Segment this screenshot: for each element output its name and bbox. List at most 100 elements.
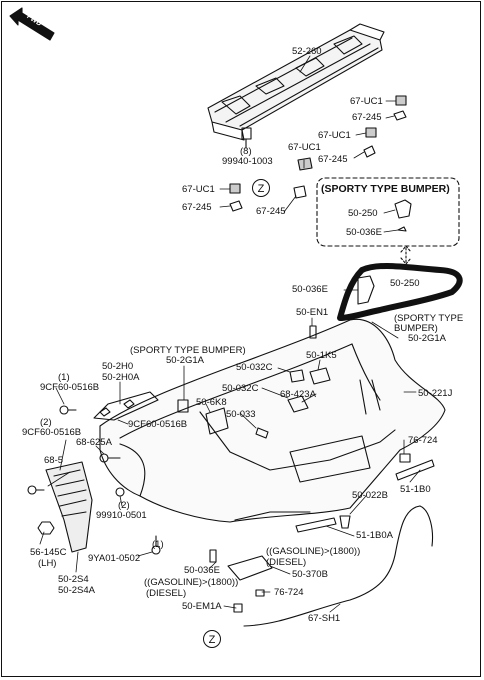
label-qty-1-b: (1) xyxy=(152,539,164,550)
label-diesel-2: (DIESEL) xyxy=(146,588,187,599)
grommet-50-en1 xyxy=(309,325,317,339)
label-9cf60-c: 9CF60-0516B xyxy=(128,419,188,430)
clip-50-2g1a-l xyxy=(177,399,189,413)
screw-9cf60-a xyxy=(59,405,77,415)
clip-67uc1-d xyxy=(229,183,241,194)
label-50-2g1a-right: 50-2G1A xyxy=(408,333,447,344)
label-sporty-type-2: (SPORTY TYPE xyxy=(394,313,464,324)
label-76-724-b: 76-724 xyxy=(274,587,304,598)
clip-67uc1-b xyxy=(365,127,377,138)
label-67-uc1-b: 67-UC1 xyxy=(318,130,351,141)
clip-67245-a xyxy=(393,110,407,121)
label-diesel-1: (DIESEL) xyxy=(266,557,307,568)
label-50-033: 50-033 xyxy=(226,409,256,420)
label-lh: (LH) xyxy=(38,558,57,569)
clip-76-724-b xyxy=(255,589,265,597)
label-gasoline-1: ((GASOLINE)>(1800)) xyxy=(266,546,361,557)
label-99910-0501: 99910-0501 xyxy=(96,510,147,521)
reflector-51-1b0 xyxy=(395,459,435,481)
clip-67uc1-a xyxy=(395,95,407,106)
label-67-uc1-a: 67-UC1 xyxy=(350,96,383,107)
label-50-2s4a: 50-2S4A xyxy=(58,585,95,596)
label-qty-1-a: (1) xyxy=(58,372,70,383)
label-9ya01-0502: 9YA01-0502 xyxy=(88,553,141,564)
label-50-2s4: 50-2S4 xyxy=(58,574,89,585)
license-plate-recess xyxy=(289,435,371,483)
bracket-50-6k8 xyxy=(205,407,229,435)
label-qty-2-c: (2) xyxy=(118,500,130,511)
nut-56-145c xyxy=(37,521,55,535)
label-99940-1003: 99940-1003 xyxy=(222,156,273,167)
label-51-1b0: 51-1B0 xyxy=(400,484,431,495)
bolt-99940 xyxy=(241,127,252,149)
label-50-036e-box: 50-036E xyxy=(346,227,382,238)
clip-76-724-a xyxy=(399,453,411,463)
retainer-50-2s4 xyxy=(45,461,93,553)
bolt-9ya01 xyxy=(151,535,161,555)
label-56-145c: 56-145C xyxy=(30,547,67,558)
fastener-50-033 xyxy=(255,427,269,439)
bracket-68-423a xyxy=(287,395,309,413)
clip-67245-d xyxy=(229,200,243,212)
screw-99910 xyxy=(115,487,125,497)
label-sporty-type-box: (SPORTY TYPE BUMPER) xyxy=(321,183,450,195)
label-50-032c-a: 50-032C xyxy=(236,362,273,373)
bumper-reinforcement-beam xyxy=(207,23,385,141)
label-67-245-d: 67-245 xyxy=(182,202,212,213)
label-50-250: 50-250 xyxy=(390,278,420,289)
label-50-032c-b: 50-032C xyxy=(222,383,259,394)
arrow-down xyxy=(400,245,412,265)
label-67-245-a: 67-245 xyxy=(352,112,382,123)
ref-z-lower: Z xyxy=(203,630,221,648)
label-67-245-e: 67-245 xyxy=(256,206,286,217)
bumper-cover xyxy=(99,318,446,523)
label-50-em1a: 50-EM1A xyxy=(182,601,222,612)
label-50-036e-b: 50-036E xyxy=(184,565,220,576)
bracket-50-2h0 xyxy=(93,391,159,421)
screw-9cf60-c xyxy=(27,485,45,495)
label-76-724-a: 76-724 xyxy=(408,435,438,446)
label-50-1k5: 50-1K5 xyxy=(306,350,337,361)
label-68-625a: 68-625A xyxy=(76,437,112,448)
label-50-036e-a: 50-036E xyxy=(292,284,328,295)
sporty-type-box xyxy=(316,177,460,247)
label-67-uc1-c: 67-UC1 xyxy=(288,142,321,153)
clip-67245-e xyxy=(293,185,307,199)
label-67-uc1-d: 67-UC1 xyxy=(182,184,215,195)
label-50-2h0a: 50-2H0A xyxy=(102,372,140,383)
label-50-250-box: 50-250 xyxy=(348,208,378,219)
label-bumper-2: BUMPER) xyxy=(394,323,438,334)
sporty-box-part xyxy=(394,199,412,232)
clip-50-022b xyxy=(339,515,351,529)
fwd-arrow-icon xyxy=(9,7,55,41)
label-gasoline-2: ((GASOLINE)>(1800)) xyxy=(144,577,239,588)
label-68-5: 68-5 xyxy=(44,455,64,466)
label-50-2h0: 50-2H0 xyxy=(102,361,134,372)
label-68-423a: 68-423A xyxy=(280,389,316,400)
connector-50-em1a xyxy=(233,603,243,613)
label-50-022b: 50-022B xyxy=(352,490,388,501)
label-67-sh1: 67-SH1 xyxy=(308,613,341,624)
harness-67-sh1 xyxy=(243,505,434,627)
label-67-245-b: 67-245 xyxy=(318,154,348,165)
clip-67uc1-c xyxy=(297,157,313,171)
ref-z-upper: Z xyxy=(252,179,270,197)
label-50-en1: 50-EN1 xyxy=(296,307,329,318)
label-50-221j: 50-221J xyxy=(418,388,453,399)
label-9cf60-b: 9CF60-0516B xyxy=(22,427,82,438)
reflector-51-1b0a xyxy=(295,517,337,533)
clip-67245-b xyxy=(363,145,376,158)
label-50-370b: 50-370B xyxy=(292,569,328,580)
label-50-6k8: 50-6K8 xyxy=(196,397,227,408)
clip-50-032c-a xyxy=(289,369,305,383)
label-sporty-type-3: (SPORTY TYPE BUMPER) xyxy=(130,345,246,356)
label-52-260: 52-260 xyxy=(292,46,322,57)
label-9cf60-a: 9CF60-0516B xyxy=(40,382,100,393)
label-qty-8: (8) xyxy=(240,146,252,157)
bracket-50-1k5 xyxy=(309,367,331,385)
label-51-1b0a: 51-1B0A xyxy=(356,530,393,541)
label-50-2g1a-left: 50-2G1A xyxy=(166,355,205,366)
